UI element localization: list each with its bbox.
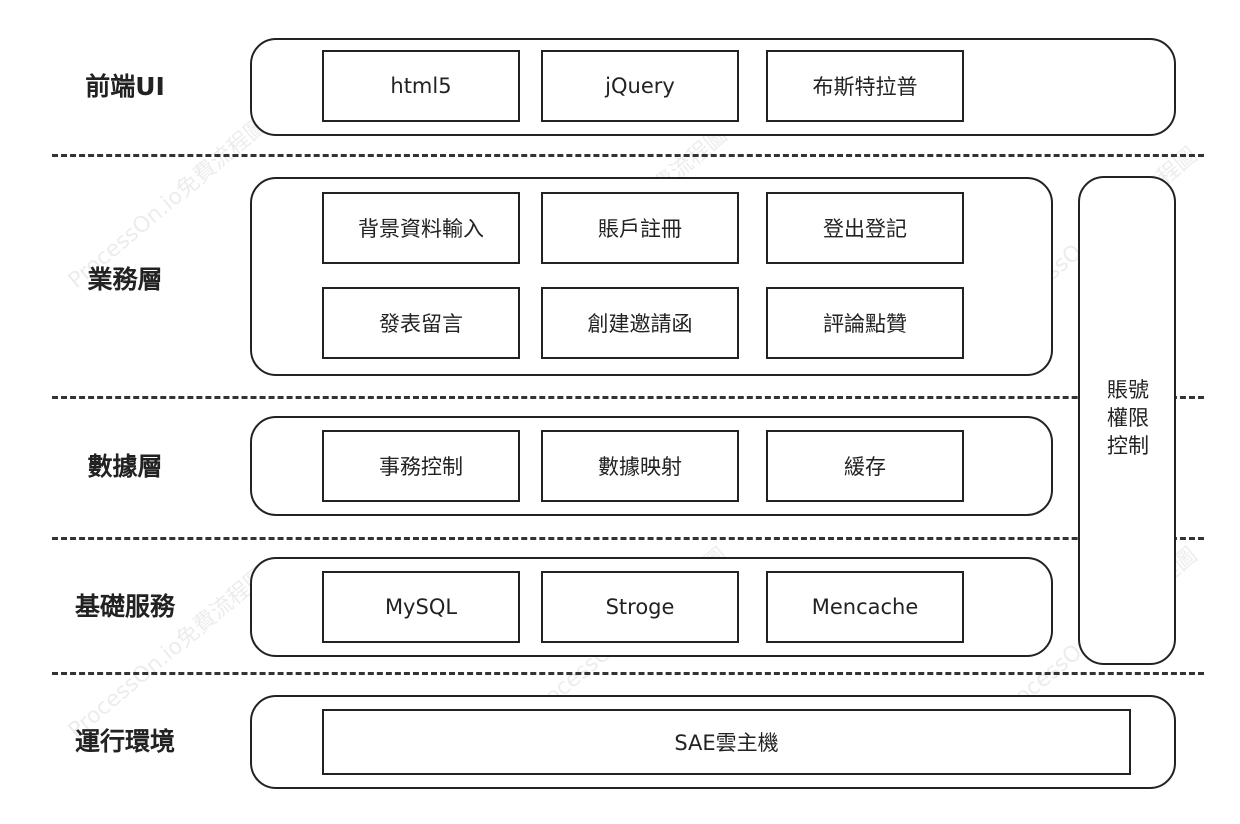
layer-divider	[52, 396, 1204, 399]
business-item-box: 賬戶註冊	[541, 192, 739, 264]
business-item-box: 評論點贊	[766, 287, 964, 359]
data-layer-item-box: 數據映射	[541, 430, 739, 502]
account-permission-control-label: 賬號 權限 控制	[1080, 376, 1176, 460]
runtime-item-box: SAE雲主機	[322, 709, 1131, 775]
data-layer-item-box: 事務控制	[322, 430, 520, 502]
layer-label-runtime: 運行環境	[74, 727, 175, 756]
layer-label-base-services: 基礎服務	[74, 592, 175, 621]
business-item-box: 創建邀請函	[541, 287, 739, 359]
layer-label-frontend: 前端UI	[85, 72, 165, 101]
data-layer-item-box: 緩存	[766, 430, 964, 502]
account-permission-control-panel	[1078, 176, 1176, 665]
layer-divider	[52, 537, 1204, 540]
layer-divider	[52, 672, 1204, 675]
side-panel-line: 控制	[1107, 434, 1149, 458]
layer-label-business: 業務層	[87, 265, 163, 294]
base-service-item-box: MySQL	[322, 571, 520, 643]
layer-divider	[52, 154, 1204, 157]
watermark: ProcessOn.io免費流程圖	[63, 563, 273, 744]
frontend-item-box: html5	[322, 50, 520, 122]
side-panel-line: 權限	[1107, 406, 1149, 430]
layer-label-data: 數據層	[87, 452, 163, 481]
side-panel-line: 賬號	[1107, 378, 1149, 402]
base-service-item-box: Stroge	[541, 571, 739, 643]
frontend-item-box: 布斯特拉普	[766, 50, 964, 122]
business-item-box: 發表留言	[322, 287, 520, 359]
business-item-box: 登出登記	[766, 192, 964, 264]
business-item-box: 背景資料輸入	[322, 192, 520, 264]
base-service-item-box: Mencache	[766, 571, 964, 643]
frontend-item-box: jQuery	[541, 50, 739, 122]
